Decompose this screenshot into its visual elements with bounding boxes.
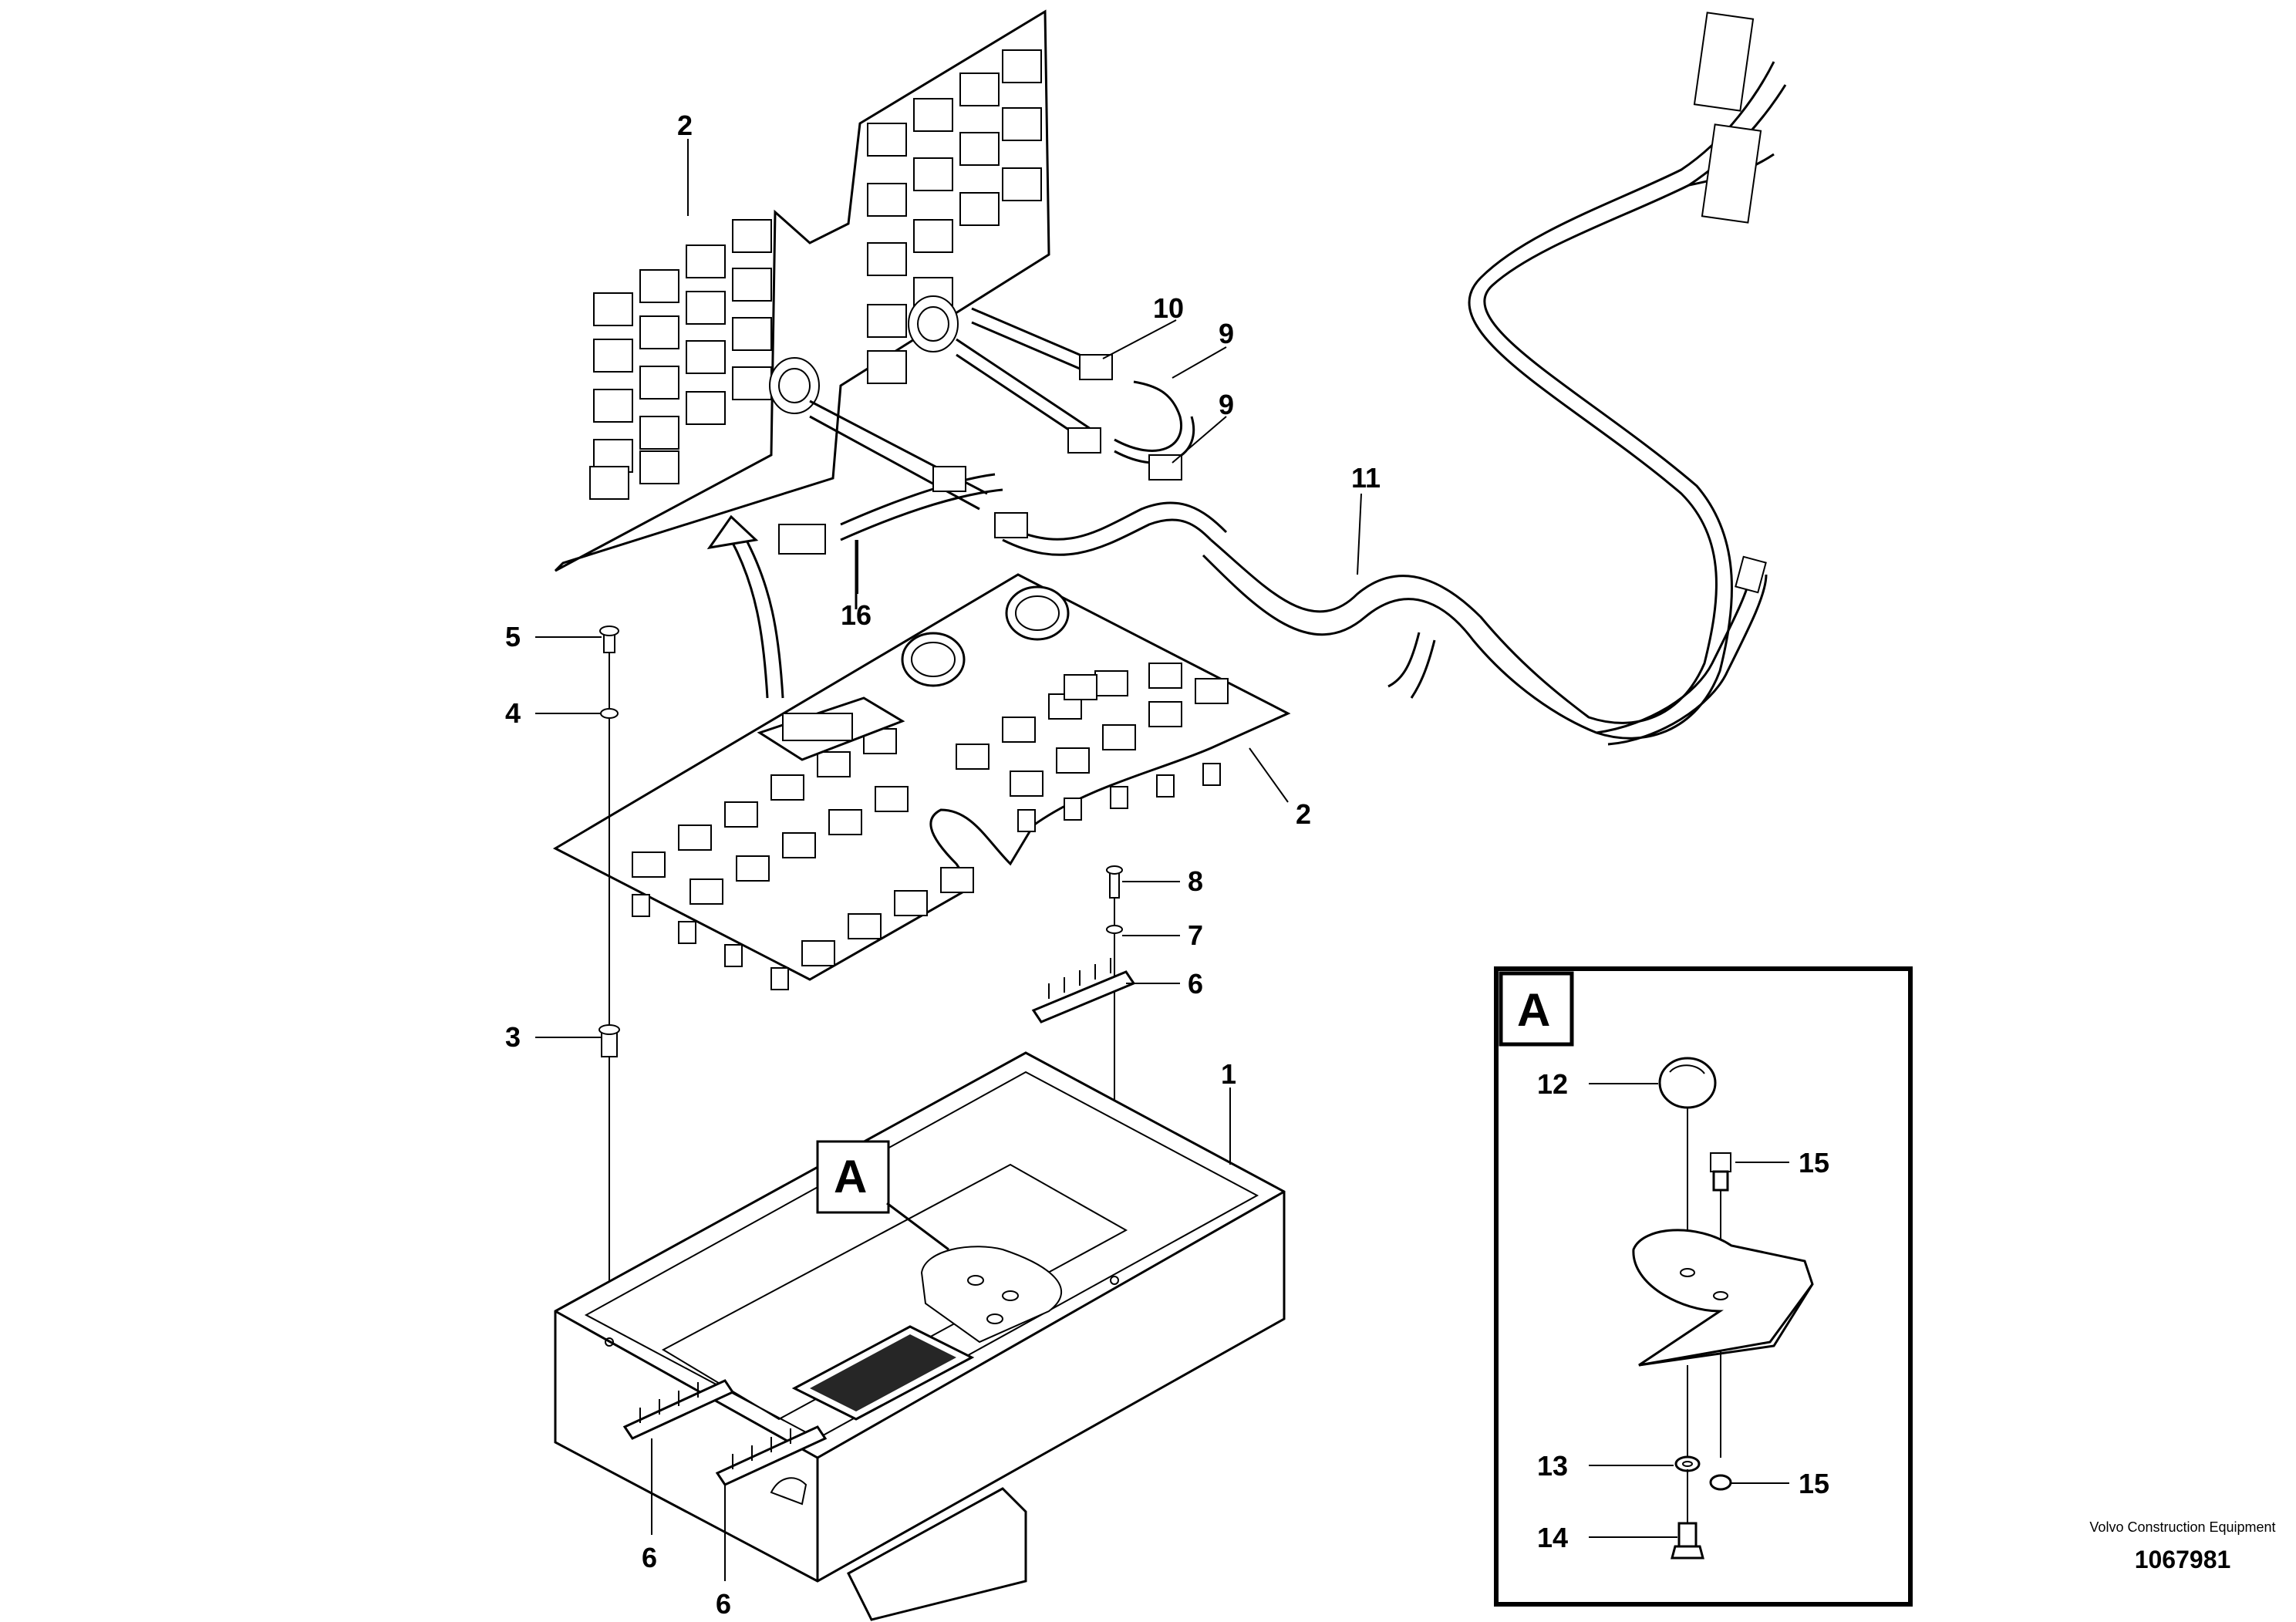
- callout-6-right: 6: [1188, 968, 1203, 1000]
- terminal-strips: [622, 1379, 828, 1486]
- leader-lines: [535, 139, 1362, 1581]
- callout-13: 13: [1537, 1450, 1568, 1482]
- callout-2-switch-panel: 2: [1296, 798, 1311, 830]
- manufacturer-name: Volvo Construction Equipment: [2089, 1519, 2276, 1535]
- switch-panel: [552, 573, 1291, 990]
- panel-switches: [632, 663, 1229, 966]
- plug-connectors: [778, 354, 1182, 555]
- console-box: [554, 1051, 1286, 1621]
- view-reference-letter: A: [834, 1151, 867, 1202]
- relay-panel: [554, 9, 1050, 572]
- assembly-arrow: [706, 514, 784, 699]
- callout-1: 1: [1221, 1058, 1236, 1090]
- callout-15-upper: 15: [1799, 1147, 1829, 1179]
- callout-7: 7: [1188, 919, 1203, 951]
- detail-view-a: [1494, 966, 1913, 1607]
- callout-15-lower: 15: [1799, 1468, 1829, 1499]
- callout-16: 16: [841, 599, 872, 631]
- view-reference-marker: [816, 1140, 949, 1251]
- detail-view-letter: A: [1517, 984, 1550, 1036]
- callout-9-lower: 9: [1219, 389, 1234, 420]
- round-connectors: [769, 295, 959, 414]
- detail-bracket: [1632, 1229, 1814, 1465]
- callout-11: 11: [1351, 462, 1381, 494]
- fastener-stack-left: [598, 626, 620, 1334]
- callout-3: 3: [505, 1021, 521, 1053]
- drawing-number: 1067981: [2134, 1546, 2231, 1573]
- callout-12: 12: [1537, 1068, 1568, 1100]
- internal-cables: [809, 307, 1228, 609]
- callout-9-upper: 9: [1219, 318, 1234, 349]
- callout-2-relay-panel: 2: [677, 110, 693, 141]
- callout-6-left: 6: [642, 1542, 657, 1573]
- panel-gauges: [901, 585, 1070, 687]
- panel-display: [757, 696, 905, 761]
- callout-14: 14: [1537, 1522, 1568, 1553]
- detail-fasteners: [1671, 1455, 1732, 1560]
- callout-5: 5: [505, 621, 521, 653]
- panel-connectors: [632, 763, 1221, 990]
- callout-8: 8: [1188, 865, 1203, 897]
- callout-10: 10: [1153, 292, 1184, 324]
- callout-4: 4: [505, 697, 521, 729]
- detail-leader-lines: [1589, 1083, 1789, 1538]
- main-wiring-harness: [1202, 61, 1787, 746]
- callout-6-middle: 6: [716, 1588, 731, 1620]
- console-plate: [920, 1246, 1062, 1344]
- drawing-credit: Volvo Construction Equipment 1067981: [2082, 1519, 2283, 1574]
- callout-labels: 2 10 9 9 11 16 5 4 2 8 7 6 3 1 6 6 12 15…: [505, 110, 1829, 1620]
- harness-connectors: [1693, 12, 1767, 594]
